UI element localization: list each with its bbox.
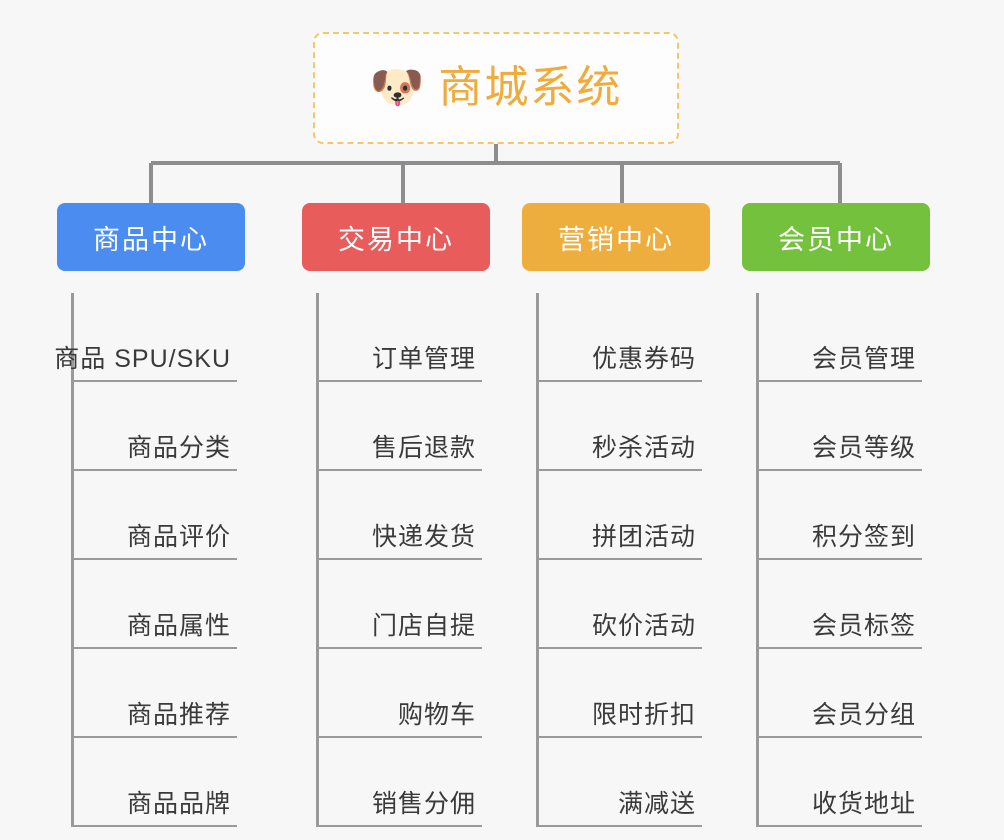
column-member-center: 会员中心 会员管理 会员等级 积分签到 会员标签 会员分组 — [717, 203, 937, 827]
leaf-label: 会员等级 — [811, 434, 916, 463]
leaf-item[interactable]: 销售分佣 — [316, 738, 482, 827]
leaf-item[interactable]: 快递发货 — [316, 471, 482, 560]
category-box-trade-center[interactable]: 交易中心 — [302, 203, 490, 271]
leaf-item[interactable]: 商品推荐 — [71, 649, 237, 738]
leaf-item[interactable]: 门店自提 — [316, 560, 482, 649]
leaf-item[interactable]: 收货地址 — [756, 738, 922, 827]
category-box-marketing-center[interactable]: 营销中心 — [522, 203, 710, 271]
leaf-item[interactable]: 商品分类 — [71, 382, 237, 471]
leaf-label: 满减送 — [617, 790, 696, 819]
leaf-list-trade-center: 订单管理 售后退款 快递发货 门店自提 购物车 销售分佣 — [277, 293, 497, 827]
leaf-label: 限时折扣 — [591, 701, 696, 730]
leaf-label: 收货地址 — [811, 790, 916, 819]
leaf-item[interactable]: 会员管理 — [756, 293, 922, 382]
leaf-label: 购物车 — [397, 701, 476, 730]
category-label: 商品中心 — [93, 224, 209, 255]
leaf-label: 商品 SPU/SKU — [54, 345, 231, 374]
leaf-item[interactable]: 满减送 — [536, 738, 702, 827]
leaf-item[interactable]: 商品属性 — [71, 560, 237, 649]
leaf-label: 会员管理 — [811, 345, 916, 374]
leaf-item[interactable]: 商品评价 — [71, 471, 237, 560]
leaf-item[interactable]: 砍价活动 — [536, 560, 702, 649]
leaf-label: 门店自提 — [371, 612, 476, 641]
root-node[interactable]: 🐶 商城系统 — [313, 32, 679, 144]
category-box-product-center[interactable]: 商品中心 — [57, 203, 245, 271]
leaf-item[interactable]: 优惠券码 — [536, 293, 702, 382]
leaf-item[interactable]: 拼团活动 — [536, 471, 702, 560]
dog-face-icon: 🐶 — [369, 63, 425, 112]
leaf-label: 商品品牌 — [126, 790, 231, 819]
leaf-item[interactable]: 限时折扣 — [536, 649, 702, 738]
leaf-item[interactable]: 订单管理 — [316, 293, 482, 382]
leaf-label: 快递发货 — [371, 523, 476, 552]
leaf-item[interactable]: 会员分组 — [756, 649, 922, 738]
category-label: 营销中心 — [558, 224, 674, 255]
leaf-item[interactable]: 售后退款 — [316, 382, 482, 471]
leaf-label: 商品属性 — [126, 612, 231, 641]
leaf-label: 拼团活动 — [591, 523, 696, 552]
leaf-list-product-center: 商品 SPU/SKU 商品分类 商品评价 商品属性 商品推荐 商品品牌 — [54, 293, 277, 827]
leaf-item[interactable]: 会员标签 — [756, 560, 922, 649]
leaf-label: 商品评价 — [126, 523, 231, 552]
leaf-label: 订单管理 — [371, 345, 476, 374]
category-box-member-center[interactable]: 会员中心 — [742, 203, 930, 271]
column-container: 商品中心 商品 SPU/SKU 商品分类 商品评价 商品属性 商品推荐 — [0, 203, 1004, 840]
leaf-label: 积分签到 — [811, 523, 916, 552]
column-trade-center: 交易中心 订单管理 售后退款 快递发货 门店自提 购物车 — [277, 203, 497, 827]
leaf-item[interactable]: 商品 SPU/SKU — [54, 293, 237, 382]
category-label: 会员中心 — [778, 224, 894, 255]
leaf-list-marketing-center: 优惠券码 秒杀活动 拼团活动 砍价活动 限时折扣 满减送 — [497, 293, 717, 827]
leaf-label: 售后退款 — [371, 434, 476, 463]
leaf-label: 秒杀活动 — [591, 434, 696, 463]
leaf-label: 商品推荐 — [126, 701, 231, 730]
leaf-label: 会员分组 — [811, 701, 916, 730]
leaf-label: 商品分类 — [126, 434, 231, 463]
column-product-center: 商品中心 商品 SPU/SKU 商品分类 商品评价 商品属性 商品推荐 — [54, 203, 277, 827]
leaf-label: 优惠券码 — [591, 345, 696, 374]
leaf-label: 会员标签 — [811, 612, 916, 641]
leaf-label: 砍价活动 — [591, 612, 696, 641]
leaf-item[interactable]: 秒杀活动 — [536, 382, 702, 471]
root-title: 商城系统 — [438, 63, 623, 112]
leaf-item[interactable]: 会员等级 — [756, 382, 922, 471]
leaf-item[interactable]: 商品品牌 — [71, 738, 237, 827]
column-marketing-center: 营销中心 优惠券码 秒杀活动 拼团活动 砍价活动 限时折扣 — [497, 203, 717, 827]
leaf-list-member-center: 会员管理 会员等级 积分签到 会员标签 会员分组 收货地址 — [717, 293, 937, 827]
leaf-item[interactable]: 购物车 — [316, 649, 482, 738]
leaf-label: 销售分佣 — [371, 790, 476, 819]
leaf-item[interactable]: 积分签到 — [756, 471, 922, 560]
category-label: 交易中心 — [338, 224, 454, 255]
